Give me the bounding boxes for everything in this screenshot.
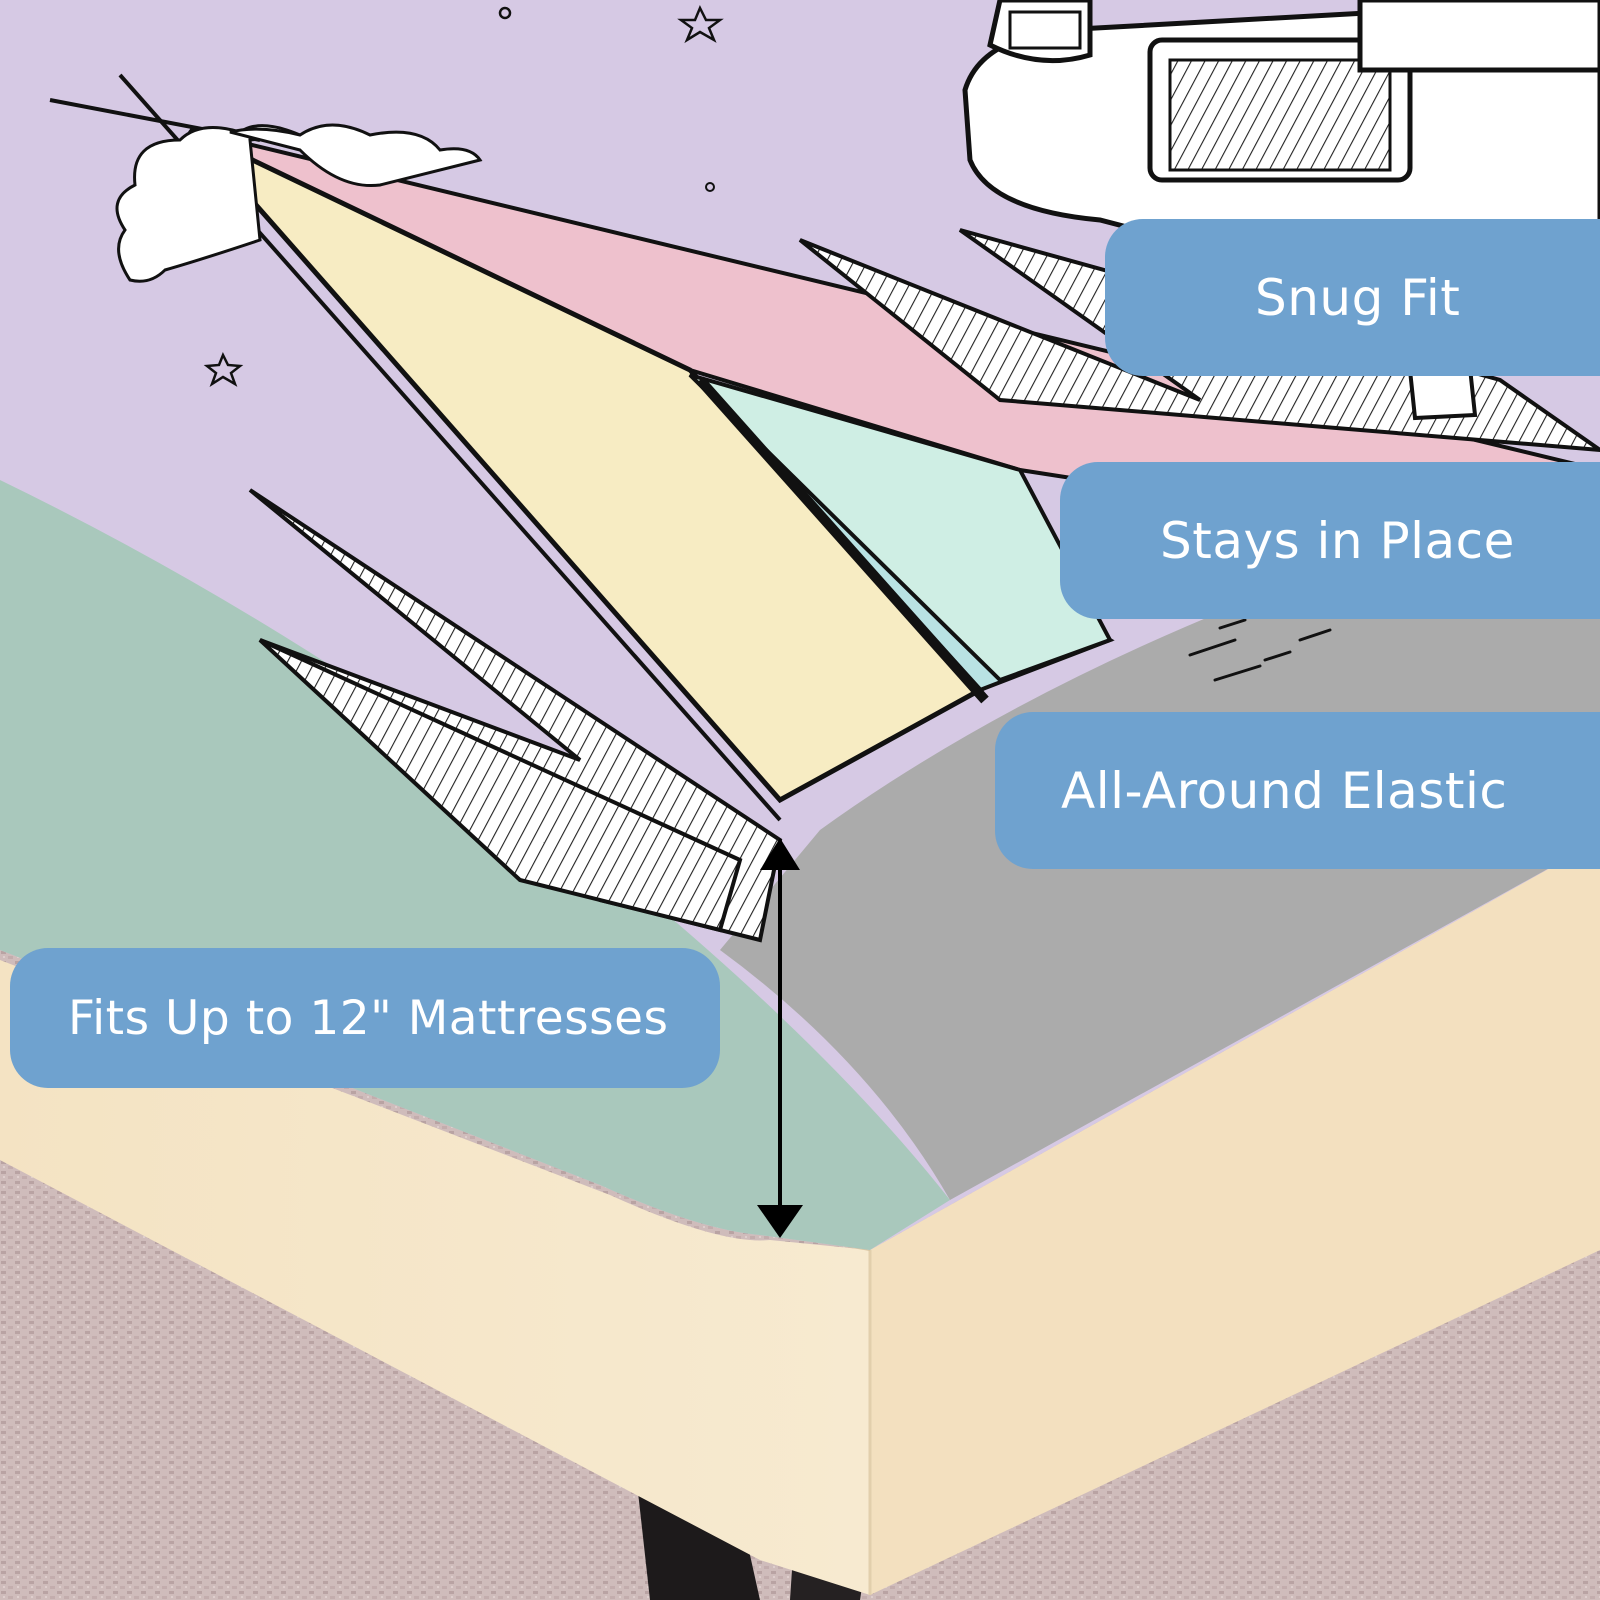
badge-all-around-elastic: All-Around Elastic: [995, 712, 1600, 869]
badge-fits-up-to: Fits Up to 12" Mattresses: [10, 948, 720, 1088]
cloud: [115, 124, 301, 283]
height-arrow: [757, 838, 803, 1238]
mattress-side-right: [870, 840, 1600, 1595]
badge-snug-fit-label: Snug Fit: [1255, 268, 1461, 327]
badge-all-around-elastic-label: All-Around Elastic: [1061, 761, 1508, 820]
badge-fits-up-to-label: Fits Up to 12" Mattresses: [68, 990, 669, 1046]
badge-stays-in-place-label: Stays in Place: [1160, 511, 1515, 570]
mattress-side-front: [0, 760, 870, 1595]
badge-stays-in-place: Stays in Place: [1060, 462, 1600, 619]
badge-snug-fit: Snug Fit: [1105, 219, 1600, 376]
star: [677, 4, 724, 44]
